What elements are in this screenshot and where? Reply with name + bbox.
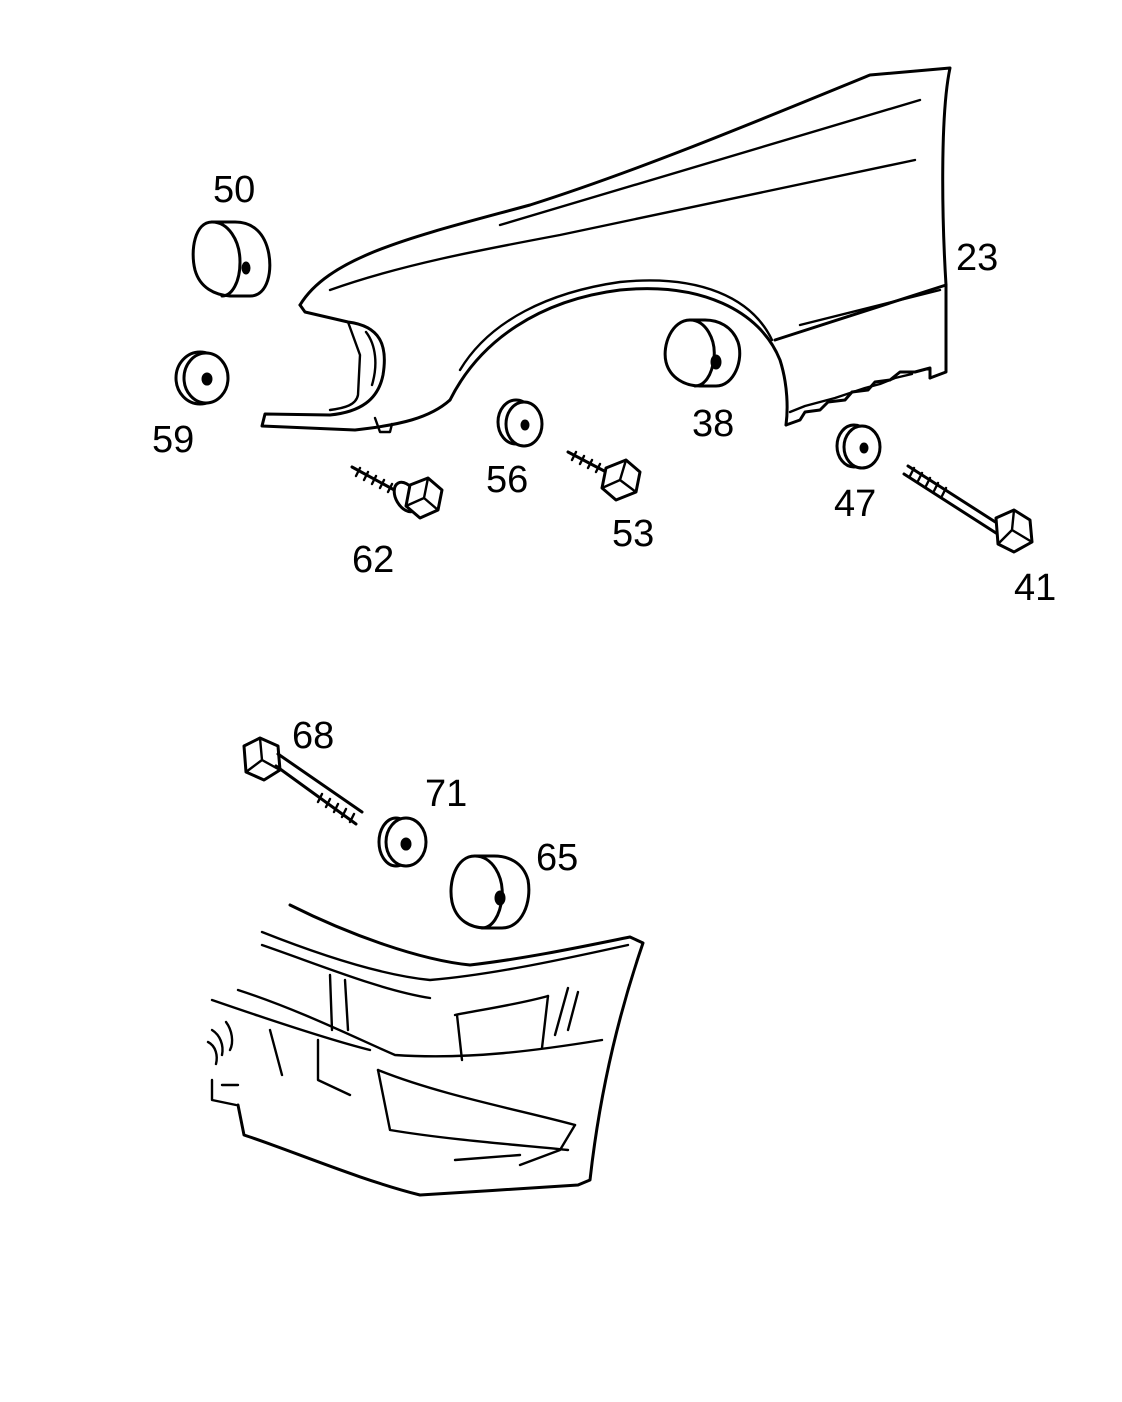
label-38: 38 bbox=[692, 403, 734, 445]
label-62: 62 bbox=[352, 539, 394, 581]
screw-icon[interactable] bbox=[566, 450, 642, 502]
bolt-icon[interactable] bbox=[902, 464, 1034, 554]
rubber-buffer-icon[interactable] bbox=[663, 318, 742, 388]
rubber-buffer-icon[interactable] bbox=[191, 220, 272, 298]
rubber-buffer-icon[interactable] bbox=[449, 854, 531, 930]
washer-icon[interactable] bbox=[174, 350, 230, 406]
bolt-icon[interactable] bbox=[242, 736, 364, 826]
label-53: 53 bbox=[612, 513, 654, 555]
label-68: 68 bbox=[292, 715, 334, 757]
label-56: 56 bbox=[486, 459, 528, 501]
washer-icon[interactable] bbox=[835, 423, 882, 470]
label-50: 50 bbox=[213, 169, 255, 211]
screw-icon[interactable] bbox=[350, 465, 444, 520]
label-41: 41 bbox=[1014, 567, 1056, 609]
washer-icon[interactable] bbox=[377, 816, 428, 868]
fender-icon[interactable] bbox=[260, 66, 952, 434]
label-65: 65 bbox=[536, 837, 578, 879]
washer-icon[interactable] bbox=[496, 398, 544, 448]
label-47: 47 bbox=[834, 483, 876, 525]
label-71: 71 bbox=[425, 773, 467, 815]
label-59: 59 bbox=[152, 419, 194, 461]
label-23: 23 bbox=[956, 237, 998, 279]
front-bumper-icon[interactable] bbox=[206, 903, 645, 1197]
